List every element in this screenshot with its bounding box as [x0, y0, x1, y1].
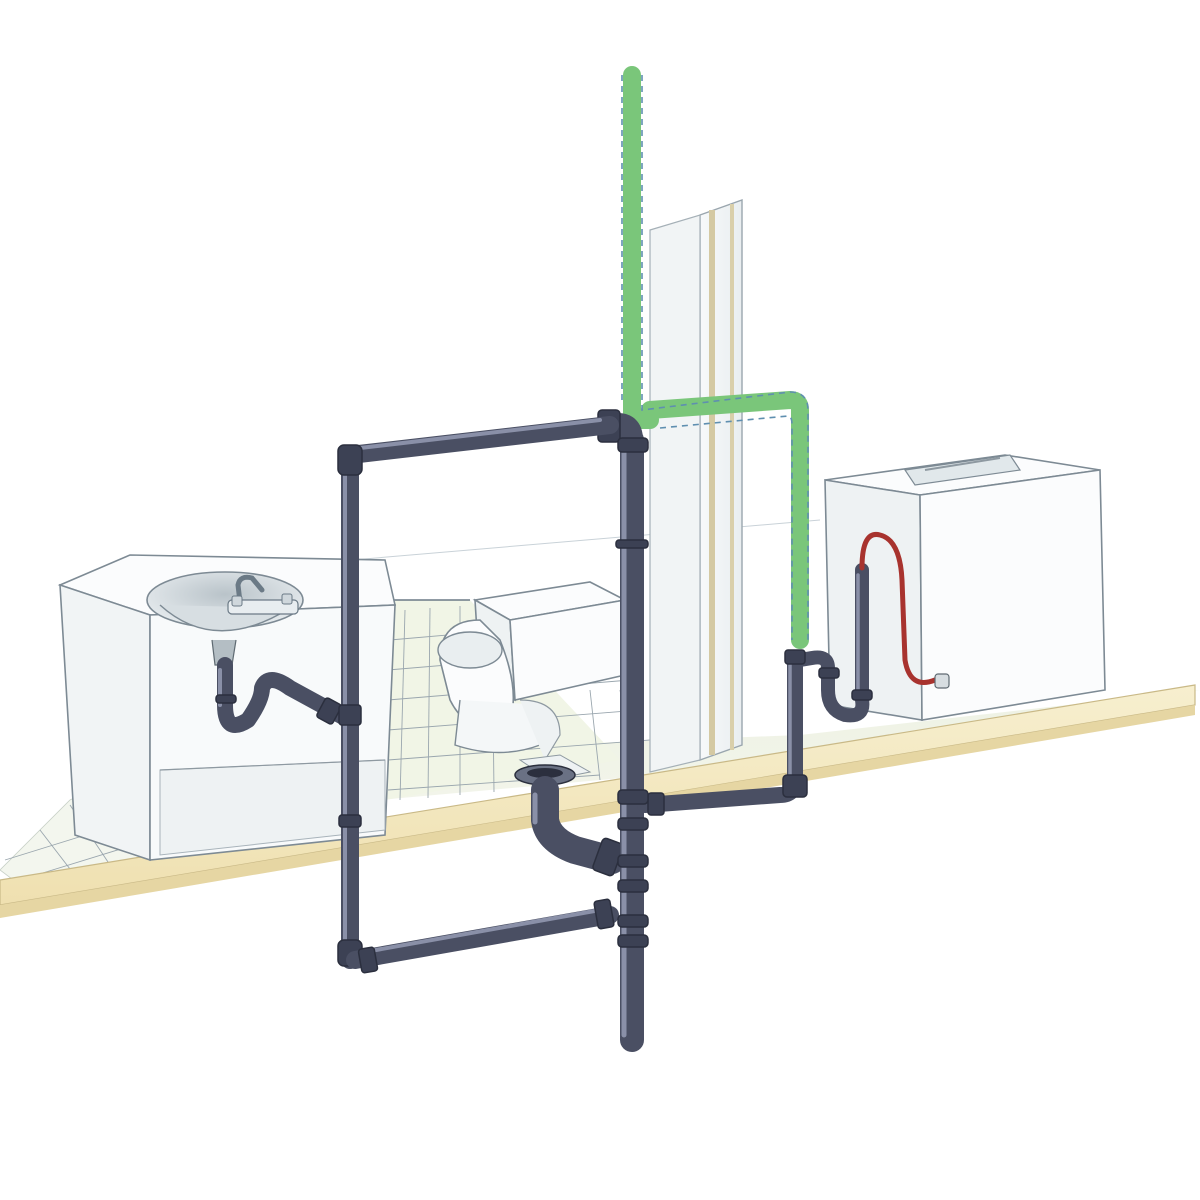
washer-supply-hose: [859, 531, 948, 685]
washing-machine: [824, 454, 1106, 721]
faucet-icon: [227, 574, 299, 615]
sink-vanity: [57, 554, 396, 862]
washer-standpipe: [793, 563, 873, 723]
sink-p-trap: [215, 657, 353, 733]
partition-wall: [649, 199, 743, 773]
vent-pipe: [621, 66, 809, 649]
toilet-drain: [514, 764, 626, 877]
drain-stack: [337, 409, 808, 1052]
hose-clamp-icon: [934, 673, 950, 689]
